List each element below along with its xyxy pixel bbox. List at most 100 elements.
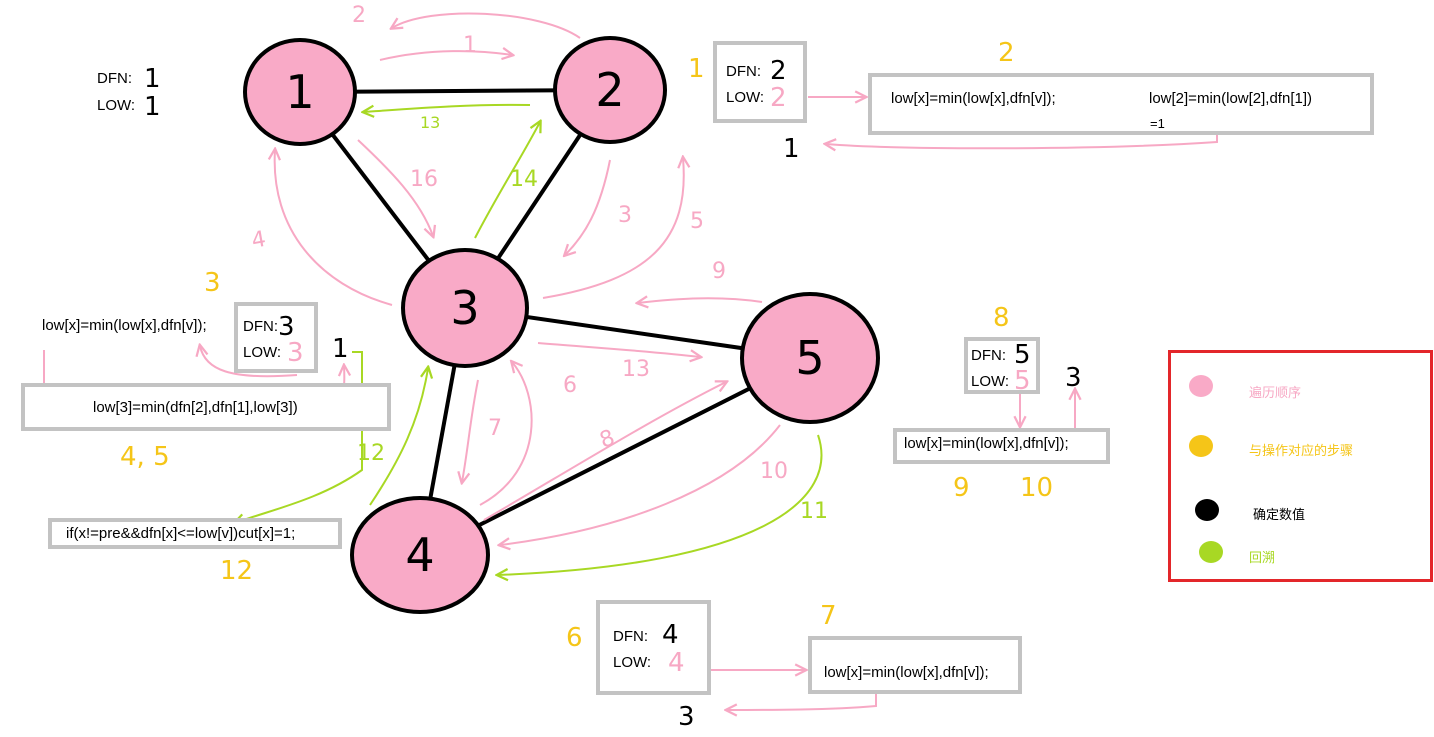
traversal-arrow	[379, 51, 512, 61]
node2-formula-box	[868, 73, 1374, 135]
node2-dfn-value: 2	[770, 56, 787, 86]
node-circle	[740, 292, 880, 424]
backtrack-step-label: 13	[420, 113, 440, 132]
legend: 遍历顺序 与操作对应的步骤 确定数值 回溯	[1168, 350, 1433, 582]
edges-layer	[298, 88, 811, 557]
node1-dfn-value: 1	[144, 64, 161, 94]
traversal-step-label: 5	[690, 209, 704, 234]
node2-formula: low[x]=min(low[x],dfn[v]);	[891, 90, 1056, 107]
node-2: 2	[553, 36, 667, 144]
node3-dfn-label: DFN:	[243, 318, 278, 335]
node1-low-label: LOW:	[97, 97, 136, 114]
node-label: 4	[405, 528, 434, 582]
traversal-arrow	[727, 694, 877, 710]
node2-step: 1	[688, 54, 705, 84]
traversal-arrow	[275, 150, 393, 306]
legend-label-step: 与操作对应的步骤	[1249, 443, 1354, 458]
traversal-arrow	[462, 379, 479, 482]
node3-formula-result: low[3]=min(dfn[2],dfn[1],low[3])	[93, 399, 298, 416]
node5-formula: low[x]=min(low[x],dfn[v]);	[904, 435, 1069, 452]
node-label: 1	[285, 65, 314, 119]
node-1: 1	[243, 38, 357, 146]
traversal-step-label: 10	[760, 459, 788, 484]
node3-cut-step: 12	[220, 556, 254, 586]
traversal-step-label: 9	[712, 259, 726, 284]
backtrack-step-label: 12	[357, 441, 385, 466]
traversal-step-label: 13	[622, 357, 650, 382]
traversal-step-label: 16	[410, 167, 438, 192]
node4-formula-box	[808, 636, 1022, 694]
node-circle	[401, 248, 529, 368]
node5-dfn-value: 5	[1014, 340, 1031, 370]
node-circle	[553, 36, 667, 144]
node-label: 5	[795, 331, 824, 385]
traversal-step-label: 3	[618, 203, 632, 228]
node4-step: 6	[566, 623, 583, 653]
node5-low-value: 5	[1014, 366, 1031, 396]
node2-formula-result: low[2]=min(low[2],dfn[1])	[1149, 90, 1312, 107]
traversal-arrow	[500, 424, 781, 545]
node2-dfn-label: DFN:	[726, 63, 761, 80]
backtrack-step-label: 11	[800, 499, 828, 524]
node4-dfn-box	[596, 600, 711, 695]
node5-formula-step-b: 10	[1020, 473, 1054, 503]
traversal-arrow	[565, 159, 611, 255]
node2-formula-step: 2	[998, 38, 1015, 68]
traversal-step-label: 8	[597, 425, 619, 453]
backtrack-arrow	[364, 103, 531, 112]
node-5: 5	[740, 292, 880, 424]
node4-dfn-label: DFN:	[613, 628, 648, 645]
traversal-arrow	[357, 139, 433, 236]
node-label: 2	[595, 63, 624, 117]
backtrack-arrow	[235, 351, 363, 523]
node5-low-label: LOW:	[971, 373, 1010, 390]
node5-dfn-label: DFN:	[971, 347, 1006, 364]
traversal-step-label: 4	[250, 227, 268, 254]
traversal-step-label: 1	[463, 33, 477, 58]
node4-low-value: 4	[668, 648, 685, 678]
traversal-arrow	[200, 346, 298, 378]
traversal-arrow	[392, 12, 581, 39]
node-4: 4	[350, 496, 490, 614]
node1-low-value: 1	[144, 92, 161, 122]
node5-step: 8	[993, 303, 1010, 333]
legend-label-backtrack: 回溯	[1249, 550, 1276, 565]
traversal-step-label: 2	[352, 3, 366, 28]
black-blob-icon	[1195, 499, 1219, 521]
node3-low-value: 3	[287, 338, 304, 368]
node3-formula-steps: 4, 5	[120, 442, 170, 472]
green-blob-icon	[1199, 541, 1223, 563]
traversal-arrow	[483, 382, 726, 521]
node4-formula: low[x]=min(low[x],dfn[v]);	[824, 664, 989, 681]
node4-dfn-value: 4	[662, 620, 679, 650]
node5-formula-step-a: 9	[953, 473, 970, 503]
node-3: 3	[401, 248, 529, 368]
node5-dfn-box	[964, 337, 1040, 394]
node3-cut-box	[48, 518, 342, 549]
node-circle	[350, 496, 490, 614]
traversal-arrow	[542, 158, 684, 299]
edge-4-5	[419, 356, 811, 557]
backtrack-arrow	[369, 368, 428, 506]
legend-label-confirmed: 确定数值	[1253, 507, 1306, 522]
backtrack-step-label: 14	[510, 167, 538, 192]
node4-formula-step: 7	[820, 601, 837, 631]
node3-formula: low[x]=min(low[x],dfn[v]);	[42, 317, 207, 334]
node5-confirmed: 3	[1065, 363, 1082, 393]
traversal-arrow	[537, 342, 700, 357]
node-circle	[243, 38, 357, 146]
node2-low-label: LOW:	[726, 89, 765, 106]
node3-low-label: LOW:	[243, 344, 282, 361]
node-label: 3	[450, 281, 479, 335]
traversal-step-label: 6	[563, 373, 577, 398]
traversal-arrow	[479, 362, 533, 506]
node3-dfn-box	[234, 302, 318, 373]
traversal-arrow	[826, 118, 1218, 148]
node4-low-label: LOW:	[613, 654, 652, 671]
backtrack-arrow	[474, 122, 540, 239]
yellow-blob-icon	[1189, 435, 1213, 457]
traversal-arrow	[638, 298, 763, 303]
node2-confirmed: 1	[783, 134, 800, 164]
